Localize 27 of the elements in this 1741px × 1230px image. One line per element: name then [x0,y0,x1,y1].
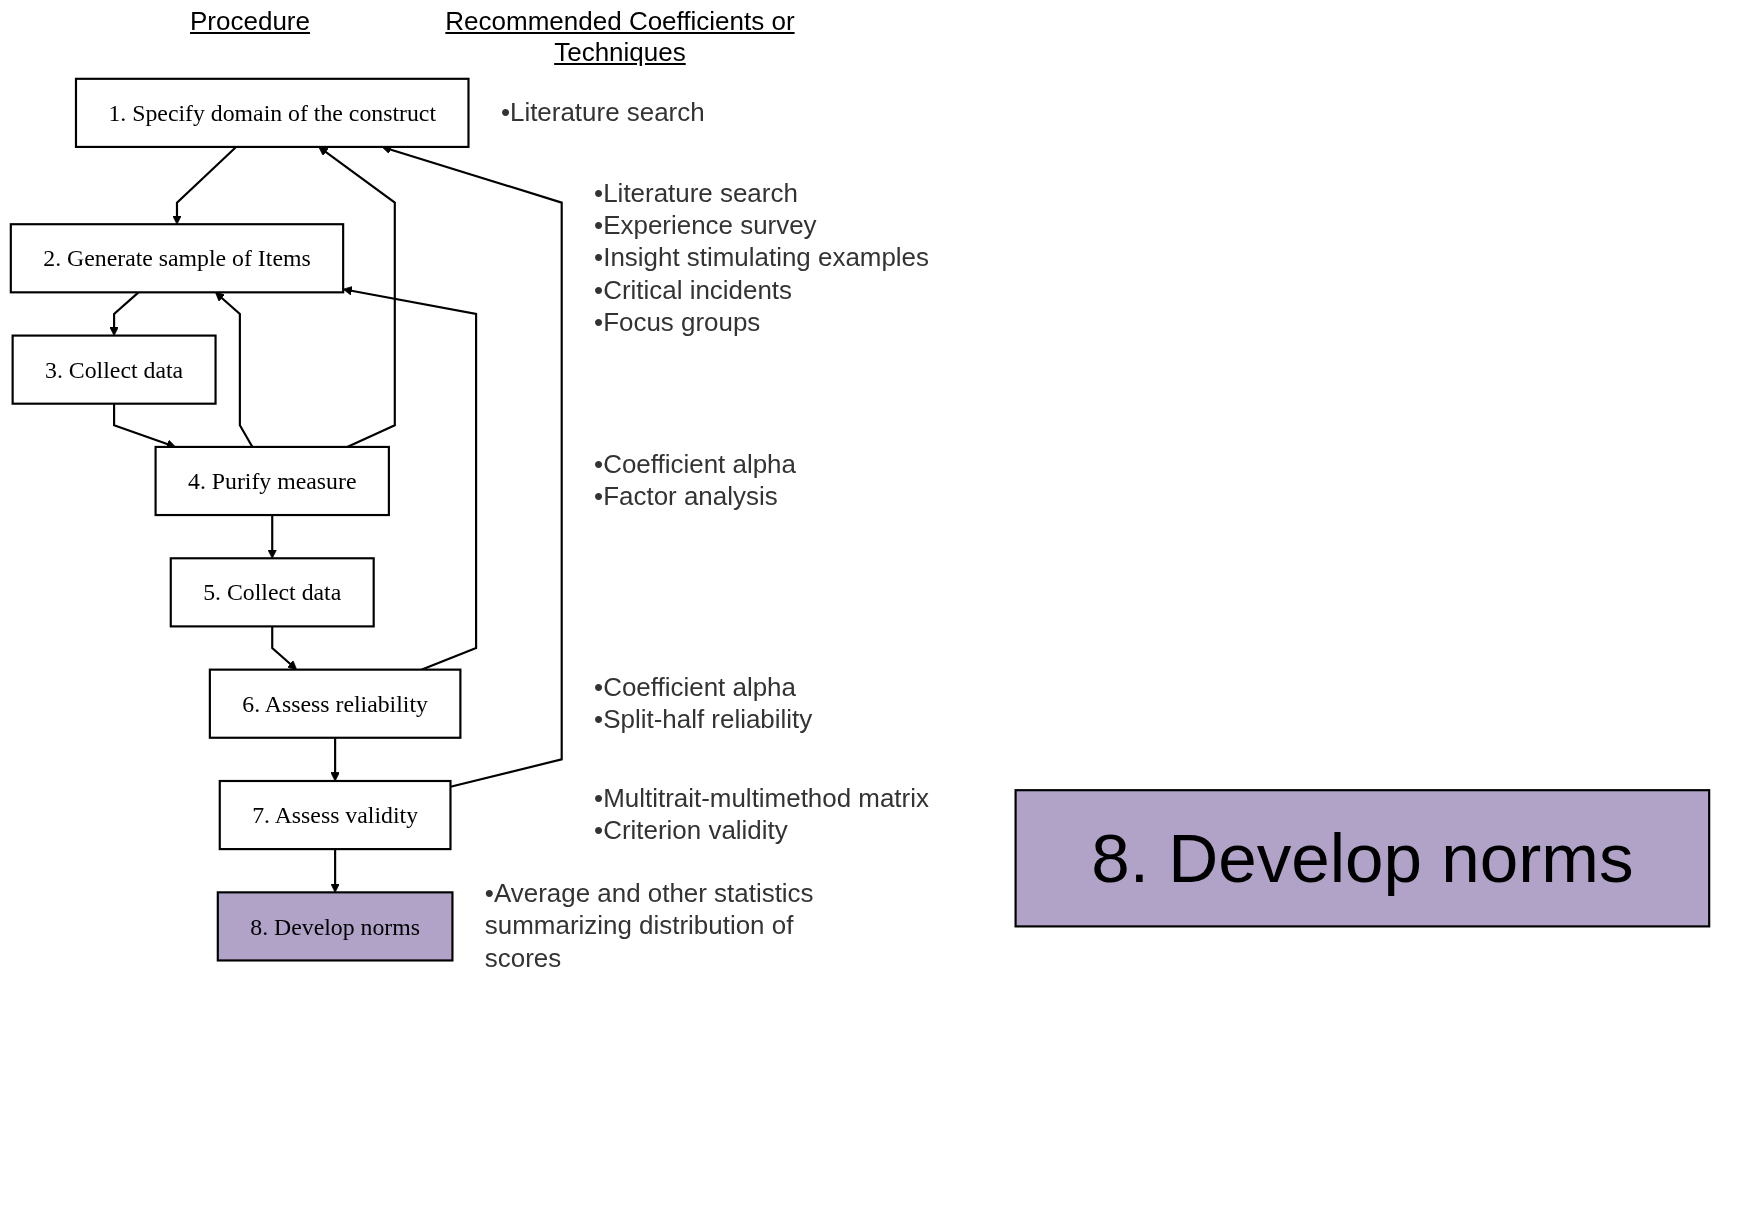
technique-item: •Literature search [500,97,705,126]
arrow [172,146,237,225]
node-box: 1. Specify domain of the construct [74,77,470,148]
technique-item: •Average and other statistics summarizing distribution of scores [484,879,814,972]
technique-item: •Factor analysis [594,482,778,511]
technique-item: •Insight stimulating examples [594,243,930,272]
technique-item: •Experience survey [594,210,817,239]
node-box: 8. Develop norms [1014,789,1711,928]
node-box: 4. Purify measure [154,445,390,517]
node-box: 8. Develop norms [216,891,454,962]
technique-item: •Literature search [594,178,798,207]
technique-item: •Multitrait-multimethod matrix [594,783,929,812]
technique-item: •Criterion validity [594,816,788,845]
technique-item: •Focus groups [594,308,761,337]
node-box: 5. Collect data [169,557,375,628]
node-box: 3. Collect data [11,334,217,405]
node-box: 7. Assess validity [218,779,452,851]
node-box: 6. Assess reliability [208,668,462,739]
column-heading: Recommended Coefficients or Techniques [444,6,796,68]
technique-item: •Split-half reliability [594,705,813,733]
column-heading: Procedure [190,6,310,38]
arrow [267,515,277,559]
technique-item: •Critical incidents [594,275,793,304]
technique-item: •Coefficient alpha [594,449,796,478]
arrow [330,849,340,893]
technique-item: •Coefficient alpha [594,672,796,701]
node-box: 2. Generate sample of Items [9,223,345,294]
